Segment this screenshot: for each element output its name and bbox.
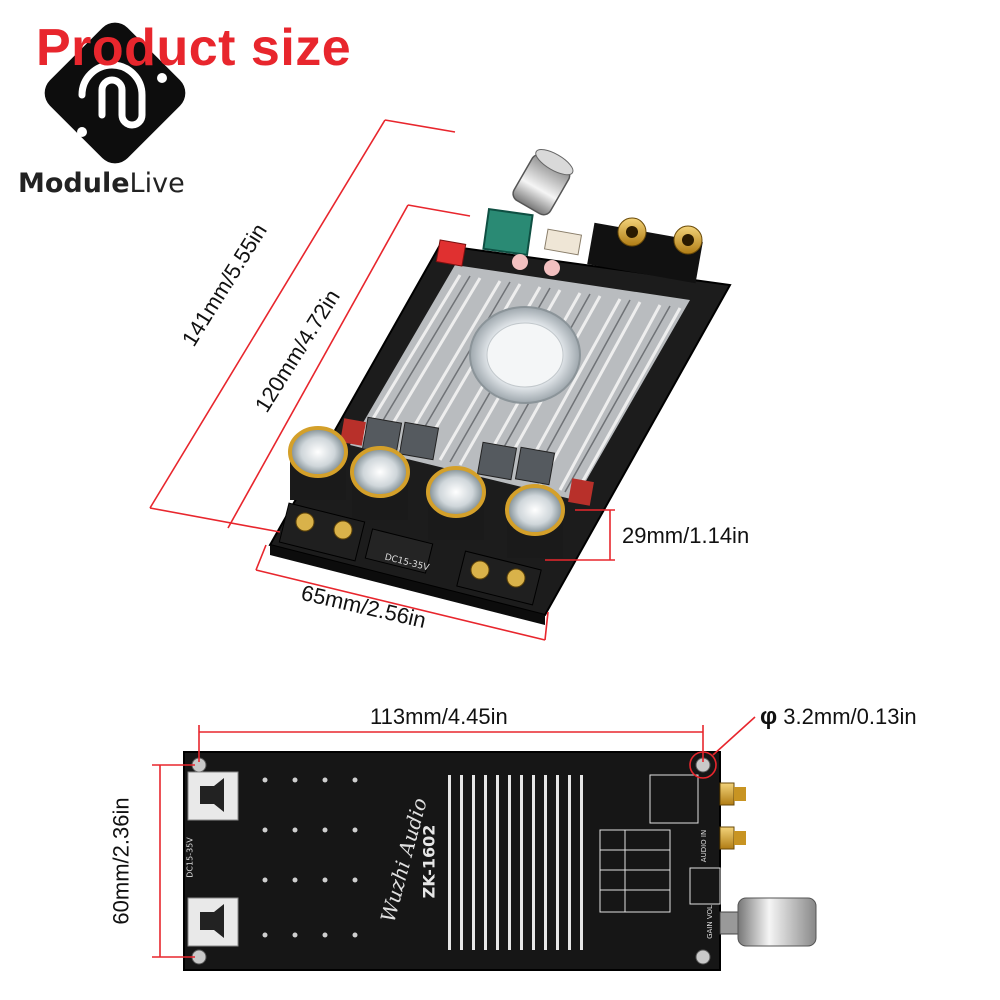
dim-bottom-width: 60mm/2.36in: [108, 797, 134, 925]
power-silkscreen: DC15-35V: [185, 837, 195, 878]
film-capacitor: [340, 418, 366, 446]
input-pad: [689, 867, 721, 905]
white-connector: [543, 228, 583, 256]
dim-hole-diameter-value: 3.2mm/0.13in: [783, 704, 917, 729]
dim-hole-diameter: φ 3.2mm/0.13in: [760, 703, 917, 731]
potentiometer: [482, 208, 534, 256]
model-label: ZK-1602: [419, 824, 439, 899]
dim-height: 29mm/1.14in: [622, 523, 750, 548]
pcb-edge: [270, 545, 545, 625]
volume-knob-bottom: [719, 897, 817, 947]
bottom-board: [183, 751, 817, 971]
speaker-terminals: [278, 502, 542, 606]
audio-in-silkscreen: AUDIO IN: [700, 829, 709, 863]
logo-text: ModuleLive: [18, 168, 185, 199]
electrolytic-capacitors: [288, 426, 565, 558]
logo-text-bold: Module: [18, 168, 130, 199]
speaker-pad: [187, 897, 239, 947]
film-capacitor: [568, 478, 594, 506]
vent-slots: [448, 775, 583, 950]
page-title: Product size: [36, 19, 352, 77]
gain-vol-silkscreen: GAIN VOL: [705, 905, 714, 939]
solder-points: [262, 777, 358, 938]
top-board: [268, 149, 732, 625]
info-table: [599, 829, 671, 913]
pcb-bottom: [183, 751, 721, 971]
dim-hole-spacing: 113mm/4.45in: [370, 704, 508, 729]
top-dimension-lines: [149, 119, 615, 641]
rca-input-jacks: [587, 217, 703, 284]
mounting-hole: [695, 949, 711, 965]
modulelive-logo: [44, 22, 186, 164]
logo-text-regular: Live: [129, 168, 185, 199]
dip-switch: [435, 239, 467, 267]
phi-symbol: φ: [760, 703, 778, 730]
bottom-dimension-lines: [152, 716, 756, 958]
power-terminal: [364, 528, 434, 574]
rca-jacks-bottom: [719, 782, 746, 850]
small-capacitor: [544, 260, 560, 276]
volume-knob: [512, 149, 574, 216]
small-capacitor: [512, 254, 528, 270]
input-pad: [649, 774, 699, 824]
